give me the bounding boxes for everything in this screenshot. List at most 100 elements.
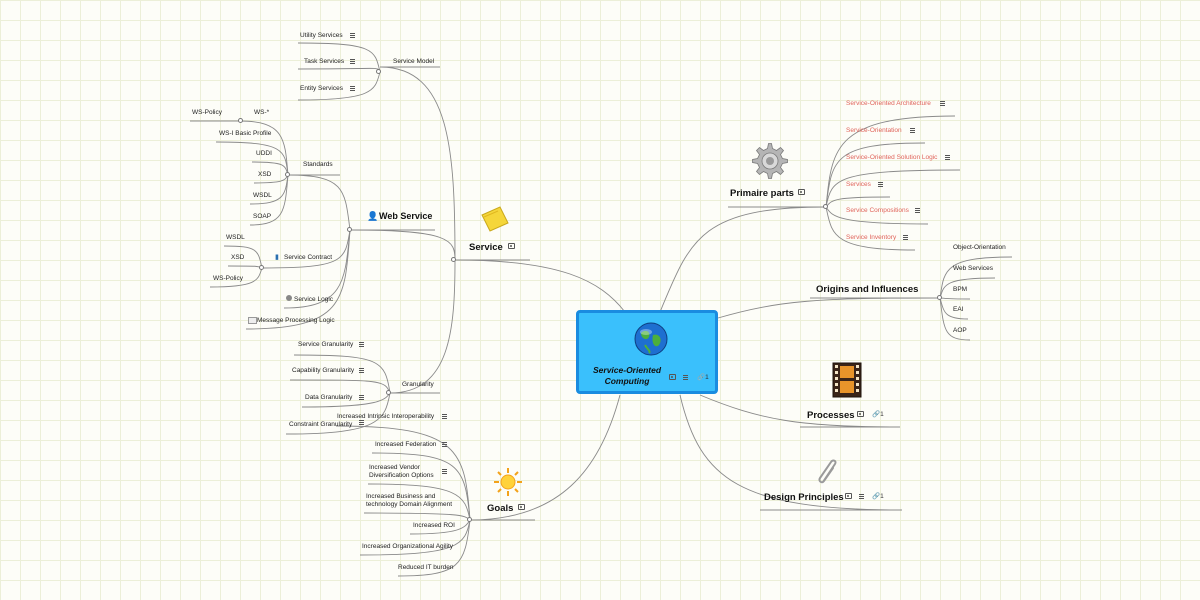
ws-policy-contract[interactable]: WS-Policy: [213, 275, 243, 282]
note-icon: [878, 181, 885, 189]
central-topic-title: Service-Oriented Computing: [592, 365, 662, 386]
image-icon: [669, 374, 676, 382]
origins-topic[interactable]: Origins and Influences: [816, 284, 919, 295]
sun-icon: [494, 468, 522, 496]
image-icon: [857, 411, 864, 419]
xsd-standard[interactable]: XSD: [258, 171, 272, 178]
connector-node[interactable]: [376, 69, 381, 74]
note-icon: [359, 341, 366, 349]
goal-item[interactable]: Increased Organizational Agility: [362, 543, 454, 550]
link-count: 1: [705, 374, 709, 381]
image-icon: [798, 189, 805, 197]
ws-star[interactable]: WS-*: [254, 109, 270, 116]
note-icon: [350, 85, 357, 93]
service-model-topic[interactable]: Service Model: [393, 58, 435, 65]
note-icon: [903, 234, 910, 242]
data-granularity[interactable]: Data Granularity: [305, 394, 353, 401]
note-icon: [359, 419, 366, 427]
gear-icon: [752, 143, 788, 179]
primaire-parts-topic[interactable]: Primaire parts: [730, 188, 794, 199]
xsd-contract[interactable]: XSD: [231, 254, 245, 261]
design-principles-topic[interactable]: Design Principles: [764, 492, 844, 503]
service-granularity[interactable]: Service Granularity: [298, 341, 354, 348]
ws-policy-standard[interactable]: WS-Policy: [192, 109, 222, 116]
note-icon: [442, 441, 449, 449]
origins-item[interactable]: Web Services: [953, 265, 993, 272]
goals-topic[interactable]: Goals: [487, 503, 514, 514]
connector-node[interactable]: [347, 227, 352, 232]
connector-node[interactable]: [467, 517, 472, 522]
constraint-granularity[interactable]: Constraint Granularity: [289, 421, 353, 428]
origins-item[interactable]: EAI: [953, 306, 964, 313]
note-icon: [940, 100, 947, 108]
goal-item[interactable]: Increased Intrinsic Interoperability: [337, 413, 435, 420]
globe-icon: [634, 322, 668, 356]
note-icon: [945, 154, 952, 162]
book-icon: ▮: [275, 254, 279, 261]
uddi[interactable]: UDDI: [256, 150, 272, 157]
note-icon: [442, 468, 449, 476]
connector-node[interactable]: [259, 265, 264, 270]
connector-node[interactable]: [823, 204, 828, 209]
note-icon: [350, 32, 357, 40]
note-icon: [859, 493, 866, 501]
wsdl-standard[interactable]: WSDL: [253, 192, 272, 199]
primaire-item[interactable]: Service Inventory: [846, 234, 897, 241]
note-icon: [910, 127, 917, 135]
origins-item[interactable]: BPM: [953, 286, 968, 293]
link-icon[interactable]: 🔗1: [697, 374, 709, 381]
granularity-topic[interactable]: Granularity: [402, 381, 434, 388]
image-icon: [508, 243, 515, 251]
entity-services[interactable]: Entity Services: [300, 85, 343, 92]
origins-item[interactable]: AOP: [953, 327, 967, 334]
message-processing-logic[interactable]: Message Processing Logic: [257, 317, 335, 324]
service-logic[interactable]: Service Logic: [294, 296, 334, 303]
film-icon: [832, 362, 862, 398]
service-topic[interactable]: Service: [469, 242, 503, 253]
note-icon: [359, 367, 366, 375]
service-contract-topic[interactable]: Service Contract: [284, 254, 333, 261]
sticky-note-icon: [481, 206, 509, 232]
goal-item[interactable]: Reduced IT burden: [398, 564, 454, 571]
link-count: 1: [880, 411, 884, 418]
image-icon: [518, 504, 525, 512]
link-icon[interactable]: 🔗1: [872, 411, 884, 418]
ws-i-basic-profile[interactable]: WS-I Basic Profile: [219, 130, 272, 137]
wsdl-contract[interactable]: WSDL: [226, 234, 245, 241]
gray-dot-icon: [286, 295, 292, 301]
central-topic[interactable]: Service-Oriented Computing 🔗1: [576, 310, 718, 394]
connector-node[interactable]: [285, 172, 290, 177]
connector-node[interactable]: [451, 257, 456, 262]
primaire-item[interactable]: Service-Oriented Solution Logic: [846, 154, 938, 161]
note-icon: [915, 207, 922, 215]
person-icon: 👤: [367, 211, 379, 221]
note-icon: [442, 413, 449, 421]
goal-item[interactable]: Increased Vendor Diversification Options: [369, 464, 434, 479]
link-icon[interactable]: 🔗1: [872, 493, 884, 500]
primaire-item[interactable]: Services: [846, 181, 871, 188]
note-icon: [683, 374, 690, 382]
connector-node[interactable]: [238, 118, 243, 123]
origins-item[interactable]: Object-Orientation: [953, 244, 1006, 251]
web-service-topic[interactable]: Web Service: [379, 211, 433, 221]
primaire-item[interactable]: Service Compositions: [846, 207, 909, 214]
connector-node[interactable]: [386, 390, 391, 395]
paperclip-icon: [818, 459, 837, 484]
image-icon: [845, 493, 852, 501]
link-count: 1: [880, 493, 884, 500]
capability-granularity[interactable]: Capability Granularity: [292, 367, 355, 374]
soap[interactable]: SOAP: [253, 213, 272, 220]
utility-services[interactable]: Utility Services: [300, 32, 343, 39]
goal-item[interactable]: Increased Federation: [375, 441, 437, 448]
task-services[interactable]: Task Services: [304, 58, 345, 65]
primaire-item[interactable]: Service-Orientation: [846, 127, 902, 134]
goal-item[interactable]: Increased Business and technology Domain…: [366, 493, 452, 508]
processes-topic[interactable]: Processes: [807, 410, 855, 421]
primaire-item[interactable]: Service-Oriented Architecture: [846, 100, 931, 107]
note-icon: [350, 58, 357, 66]
standards-topic[interactable]: Standards: [303, 161, 333, 168]
goal-item[interactable]: Increased ROI: [413, 522, 455, 529]
connector-node[interactable]: [937, 295, 942, 300]
note-icon: [359, 394, 366, 402]
